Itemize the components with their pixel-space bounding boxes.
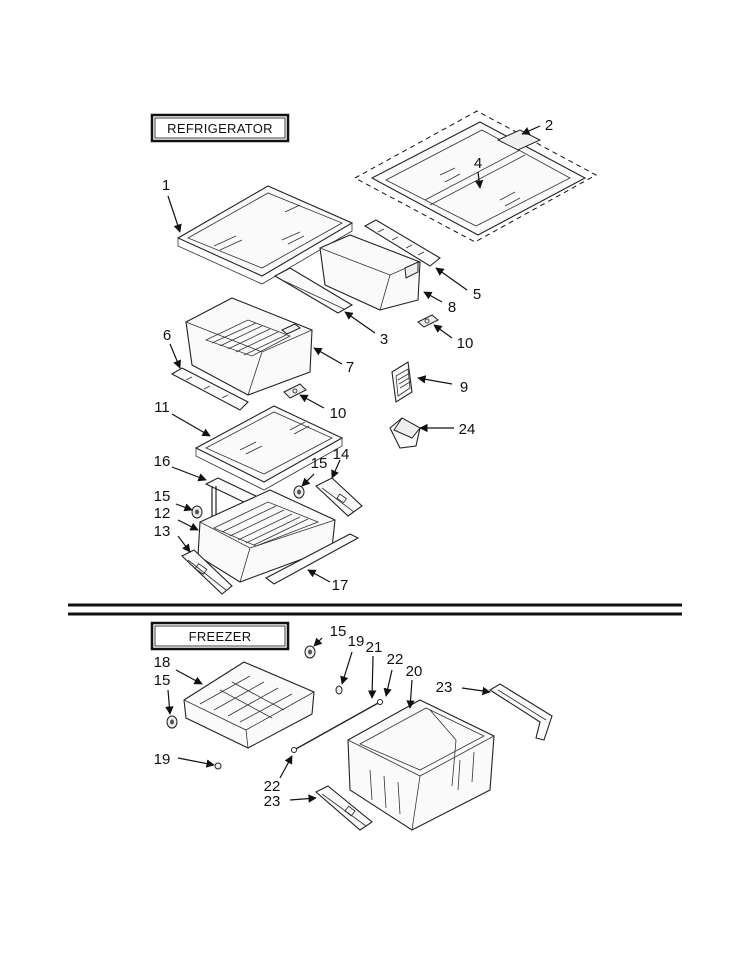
callout-9: 9: [460, 379, 468, 396]
shelf-trim-3: [273, 267, 354, 314]
crisper-bin-8: [319, 234, 421, 311]
pin-19b: [214, 762, 222, 770]
callout-22-upper: 22: [387, 651, 404, 668]
callout-16: 16: [154, 453, 171, 470]
callout-8: 8: [448, 299, 456, 316]
callout-24: 24: [459, 421, 476, 438]
freezer-section-label: FREEZER: [150, 621, 290, 651]
roller-15c: [304, 645, 316, 659]
callout-10-lower: 10: [330, 405, 347, 422]
callout-17: 17: [332, 577, 349, 594]
callout-21: 21: [366, 639, 383, 656]
callout-12: 12: [154, 505, 171, 522]
callout-5: 5: [473, 286, 481, 303]
cover-24: [389, 417, 421, 449]
slide-23-lower: [315, 785, 373, 831]
glass-shelf-11: [194, 405, 344, 491]
slide-part-10-lower: [283, 383, 307, 399]
callout-11: 11: [154, 399, 170, 416]
glass-shelf-1: [176, 185, 354, 285]
slide-bracket-14: [315, 477, 363, 517]
roller-15b: [191, 505, 203, 519]
callout-15-upper: 15: [311, 455, 328, 472]
trim-17: [264, 533, 360, 585]
refrigerator-section-label: REFRIGERATOR: [150, 113, 290, 143]
callout-15-freezer-left: 15: [154, 672, 171, 689]
rod-21: [291, 699, 383, 753]
callout-3: 3: [380, 331, 388, 348]
refrigerator-title: REFRIGERATOR: [167, 121, 273, 136]
roller-15a: [293, 485, 305, 499]
callout-10-upper: 10: [457, 335, 474, 352]
callout-2: 2: [545, 117, 553, 134]
callout-13: 13: [154, 523, 171, 540]
callout-22-lower: 22: [264, 778, 281, 795]
rail-5: [363, 219, 441, 267]
callout-1: 1: [162, 177, 170, 194]
callout-15-freezer-top: 15: [330, 623, 347, 640]
rail-6: [170, 367, 249, 411]
callout-labels: 1 2 4 5 8 10 3 6 7 9 10 24 11 16 15 14 1…: [154, 117, 554, 810]
section-divider: [68, 603, 682, 616]
callout-14: 14: [333, 446, 350, 463]
callout-15-left: 15: [154, 488, 171, 505]
leader-arrows: [165, 125, 541, 803]
callout-23-lower: 23: [264, 793, 281, 810]
crisper-drawer-7: [185, 297, 313, 396]
slide-part-10-upper: [417, 314, 439, 328]
callout-20: 20: [406, 663, 423, 680]
callout-6: 6: [163, 327, 171, 344]
split-shelf-assembly: [353, 110, 598, 243]
freezer-basket-18: [183, 661, 315, 749]
callout-18: 18: [154, 654, 171, 671]
deli-drawer-12: [197, 489, 336, 583]
callout-19-upper: 19: [348, 633, 365, 650]
freezer-title: FREEZER: [189, 629, 252, 644]
callout-23-upper: 23: [436, 679, 453, 696]
slide-23-upper: [488, 683, 553, 741]
freezer-bin-20: [347, 699, 495, 831]
pin-19a: [335, 685, 343, 695]
roller-15d: [166, 715, 178, 729]
callout-4: 4: [474, 155, 482, 172]
vent-filter-9: [391, 361, 413, 403]
callout-7: 7: [346, 359, 354, 376]
callout-19-lower: 19: [154, 751, 171, 768]
